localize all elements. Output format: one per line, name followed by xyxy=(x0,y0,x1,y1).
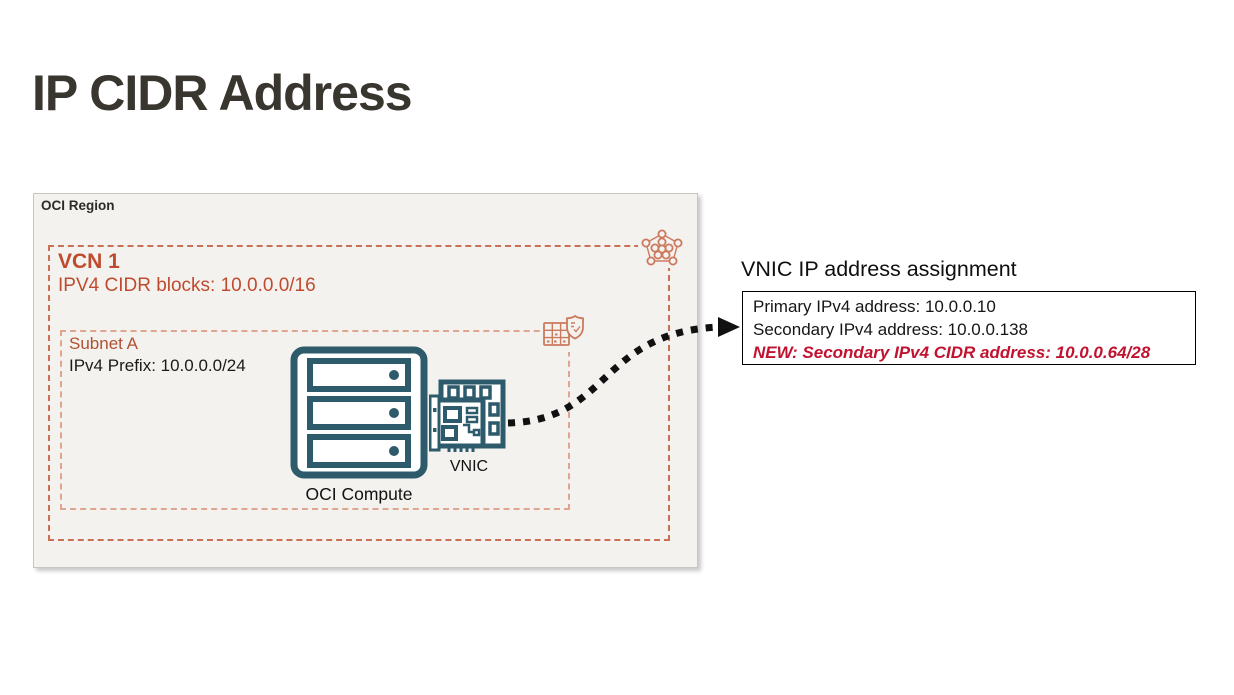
dotted-arrow-icon xyxy=(500,295,760,440)
assignment-heading: VNIC IP address assignment xyxy=(741,257,1017,281)
vnic-card-icon xyxy=(428,378,509,458)
new-secondary-cidr-address: NEW: Secondary IPv4 CIDR address: 10.0.0… xyxy=(753,343,1151,362)
subnet-shield-icon xyxy=(540,314,588,352)
secondary-ipv4-address: Secondary IPv4 address: 10.0.0.138 xyxy=(753,320,1029,339)
subnet-labels: Subnet A IPv4 Prefix: 10.0.0.0/24 xyxy=(69,333,246,377)
subnet-name: Subnet A xyxy=(69,334,139,353)
oci-compute-label: OCI Compute xyxy=(305,484,413,504)
page-title: IP CIDR Address xyxy=(32,65,413,121)
subnet-boundary-box xyxy=(60,330,570,510)
vcn-labels: VCN 1 IPV4 CIDR blocks: 10.0.0.0/16 xyxy=(58,249,316,298)
oci-compute-server-icon xyxy=(290,346,428,479)
vcn-name: VCN 1 xyxy=(58,250,120,273)
subnet-ipv4-prefix: IPv4 Prefix: 10.0.0.0/24 xyxy=(69,356,246,376)
vcn-boundary-box xyxy=(48,245,670,541)
oci-region-label: OCI Region xyxy=(41,198,115,213)
assignment-box: Primary IPv4 address: 10.0.0.10 Secondar… xyxy=(742,291,1196,365)
primary-ipv4-address: Primary IPv4 address: 10.0.0.10 xyxy=(753,297,996,316)
vnic-label: VNIC xyxy=(449,458,489,475)
vcn-network-cluster-icon xyxy=(638,228,686,268)
vcn-cidr-blocks: IPV4 CIDR blocks: 10.0.0.0/16 xyxy=(58,275,316,297)
